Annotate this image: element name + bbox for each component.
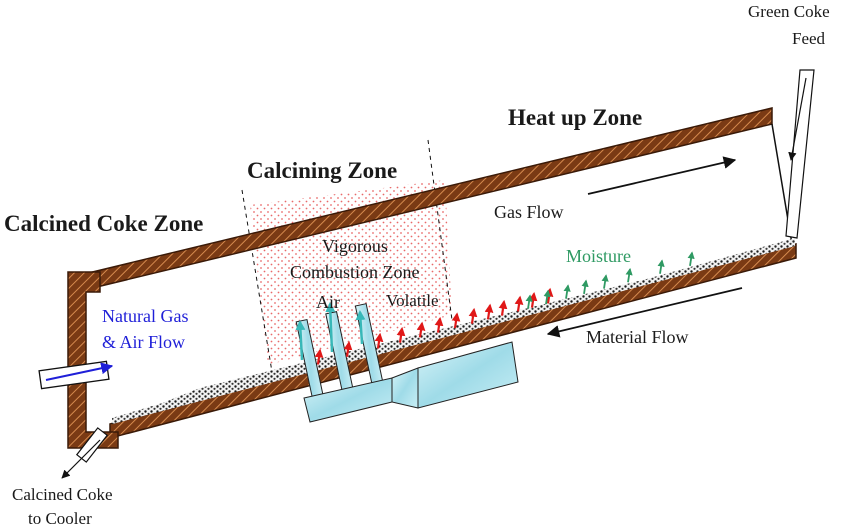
green-coke-feed-label-2: Feed — [792, 29, 826, 48]
material-flow-label: Material Flow — [586, 327, 688, 347]
zone-divider-left — [241, 189, 273, 373]
moisture-arrow-6 — [657, 259, 665, 274]
moisture-arrow-2 — [563, 284, 571, 299]
volatile-arrow-7 — [468, 307, 478, 324]
calcining-zone-title: Calcining Zone — [247, 158, 397, 183]
feed-chute — [785, 69, 815, 239]
vigorous-label-2: Combustion Zone — [290, 262, 420, 282]
material-flow-arrow — [546, 287, 743, 338]
air-arrows — [295, 302, 366, 361]
green-coke-feed-label-1: Green Coke — [748, 2, 830, 21]
moisture-arrow-7 — [687, 251, 695, 266]
air-manifold — [295, 303, 519, 423]
air-label: Air — [316, 292, 340, 312]
calcined-coke-label-2: to Cooler — [28, 509, 92, 528]
heat-up-zone-title: Heat up Zone — [508, 105, 642, 130]
volatile-arrow-5 — [434, 316, 444, 333]
volatile-arrow-1 — [343, 340, 353, 357]
volatile-arrow-4 — [416, 321, 426, 338]
moisture-arrow-0 — [525, 294, 533, 309]
volatile-arrow-10 — [514, 295, 524, 312]
moisture-arrow-3 — [581, 279, 589, 295]
volatile-arrows — [314, 287, 554, 365]
natural-gas-label-2: & Air Flow — [102, 332, 185, 352]
vigorous-label-1: Vigorous — [322, 236, 388, 256]
natural-gas-arrow — [45, 362, 114, 381]
volatile-arrow-2 — [374, 332, 384, 349]
moisture-arrow-4 — [601, 274, 609, 289]
zone-divider-right — [427, 139, 453, 321]
moisture-arrow-5 — [625, 267, 633, 283]
kiln-bottom-wall — [109, 243, 797, 439]
volatile-label: Volatile — [386, 291, 439, 310]
calcined-coke-zone-title: Calcined Coke Zone — [4, 211, 203, 236]
volatile-arrow-11 — [528, 291, 538, 308]
coke-bed-thick — [112, 238, 795, 424]
volatile-arrow-9 — [498, 299, 508, 316]
volatile-arrow-0 — [314, 348, 324, 365]
feed-arrow — [788, 77, 807, 161]
moisture-label: Moisture — [566, 246, 631, 266]
moisture-arrows — [525, 251, 695, 309]
kiln-discharge-hood — [67, 271, 119, 449]
volatile-arrow-3 — [396, 326, 406, 343]
moisture-arrow-1 — [543, 289, 551, 305]
natural-gas-label-1: Natural Gas — [102, 306, 188, 326]
volatile-arrow-8 — [484, 303, 494, 320]
gas-flow-label: Gas Flow — [494, 202, 564, 222]
calcined-coke-arrow — [61, 439, 101, 479]
volatile-arrow-6 — [451, 312, 461, 329]
gas-flow-arrow — [587, 156, 737, 195]
calcined-coke-label-1: Calcined Coke — [12, 485, 113, 504]
